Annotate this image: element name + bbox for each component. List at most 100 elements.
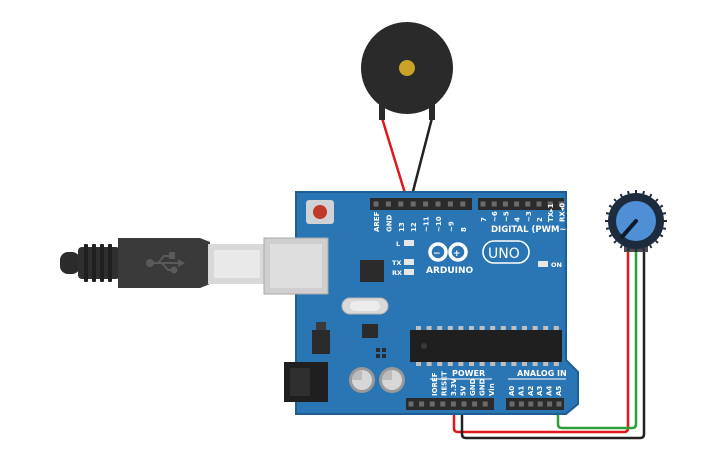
pot-indicator <box>620 219 638 239</box>
digital-pin-label: AREF <box>373 211 381 232</box>
analog-header <box>506 398 564 410</box>
power-pin-label: GND <box>469 378 477 396</box>
chip-pin <box>479 326 485 330</box>
pot-tick <box>649 193 653 198</box>
chip-pin <box>500 326 506 330</box>
analog-pin-label: A0 <box>508 386 516 396</box>
reset-button[interactable] <box>313 205 327 219</box>
bottom-header-holes <box>408 401 562 407</box>
digital-header-label: DIGITAL (PWM~) <box>491 225 571 235</box>
chip-notch <box>421 343 427 349</box>
digital-pin-hole[interactable] <box>480 201 486 207</box>
power-pin-hole[interactable] <box>429 401 435 407</box>
digital-pin-hole[interactable] <box>373 201 379 207</box>
digital-pin-hole[interactable] <box>410 201 416 207</box>
digital-pin-hole[interactable] <box>547 201 553 207</box>
power-pin-hole[interactable] <box>482 401 488 407</box>
chip-pin <box>532 362 538 366</box>
analog-pin-hole[interactable] <box>547 401 553 407</box>
power-pin-hole[interactable] <box>461 401 467 407</box>
digital-pin-label: ~6 <box>491 211 499 222</box>
power-pin-hole[interactable] <box>408 401 414 407</box>
pot-tick <box>619 244 623 249</box>
analog-pin-hole[interactable] <box>518 401 524 407</box>
digital-pin-hole[interactable] <box>447 201 453 207</box>
pot-tick <box>642 190 645 195</box>
led-l-label: L <box>396 240 400 248</box>
chip-pin <box>437 326 443 330</box>
wire-pot-black-gnd <box>460 248 646 440</box>
pot-tick <box>627 247 630 252</box>
digital-pin-label: 4 <box>514 217 522 222</box>
digital-pin-hole[interactable] <box>385 201 391 207</box>
crystal-inner <box>350 301 380 311</box>
small-chip <box>362 324 378 338</box>
analog-pin-hole[interactable] <box>537 401 543 407</box>
power-header <box>406 398 494 410</box>
wire-pot-red-5v <box>452 248 630 434</box>
analog-pin-hole[interactable] <box>509 401 515 407</box>
analog-pin-label: A2 <box>527 386 535 396</box>
power-pin-hole[interactable] <box>419 401 425 407</box>
chip-pin <box>447 326 453 330</box>
analog-pin-hole[interactable] <box>528 401 534 407</box>
brand-text: ARDUINO <box>426 266 474 276</box>
wire-pot-green-a5 <box>556 248 638 430</box>
power-pin-hole[interactable] <box>440 401 446 407</box>
digital-pin-hole[interactable] <box>423 201 429 207</box>
chip-pin <box>426 362 432 366</box>
chip-pin <box>500 362 506 366</box>
digital-pin-label: ~3 <box>525 211 533 222</box>
pot-tick <box>655 240 659 244</box>
chip-pin <box>511 326 517 330</box>
chip-pin <box>543 362 549 366</box>
digital-pin-hole[interactable] <box>502 201 508 207</box>
pot-tick <box>613 240 617 244</box>
chip-pin <box>416 362 421 366</box>
small-smd-parts <box>376 348 386 358</box>
digital-pin-hole[interactable] <box>491 201 497 207</box>
digital-header-holes <box>373 201 564 207</box>
digital-pin-hole[interactable] <box>558 201 564 207</box>
chip-pin <box>437 362 443 366</box>
digital-pin-label: 13 <box>398 222 406 232</box>
digital-pin-label: 2 <box>536 217 544 222</box>
digital-pin-label: ~11 <box>423 216 431 232</box>
chip-pin <box>511 362 517 366</box>
digital-pin-label: 7 <box>480 217 488 222</box>
digital-pin-hole[interactable] <box>460 201 466 207</box>
chip-pin <box>522 326 527 330</box>
power-pin-label: Vin <box>488 383 496 396</box>
digital-pin-hole[interactable] <box>525 201 531 207</box>
analog-pin-label: A3 <box>536 386 544 396</box>
power-pin-hole[interactable] <box>472 401 478 407</box>
chip-pins-top <box>416 326 559 330</box>
chip-pin <box>490 326 496 330</box>
power-pin-label: GND <box>479 378 487 396</box>
power-jack-face <box>290 368 310 396</box>
digital-pin-label: ~5 <box>502 211 510 222</box>
analog-pin-hole[interactable] <box>556 401 562 407</box>
power-pin-hole[interactable] <box>450 401 456 407</box>
capacitor-1 <box>349 367 375 393</box>
digital-pin-label: ~9 <box>447 221 455 232</box>
digital-pin-hole[interactable] <box>536 201 542 207</box>
potentiometer[interactable] <box>605 190 667 252</box>
digital-pin-hole[interactable] <box>514 201 520 207</box>
usb-controller-chip <box>360 260 384 282</box>
led-l: L <box>396 240 414 248</box>
chip-pin <box>479 362 485 366</box>
infinity-logo-icon <box>428 242 468 262</box>
chip-pin <box>543 326 549 330</box>
pot-tick <box>655 198 659 202</box>
chip-pin <box>416 326 421 330</box>
digital-pin-hole[interactable] <box>398 201 404 207</box>
pot-tick <box>659 204 664 208</box>
digital-pin-hole[interactable] <box>435 201 441 207</box>
usb-jack-face <box>270 244 322 288</box>
pot-tick <box>662 212 667 215</box>
logo-plus-icon: + <box>453 249 461 259</box>
